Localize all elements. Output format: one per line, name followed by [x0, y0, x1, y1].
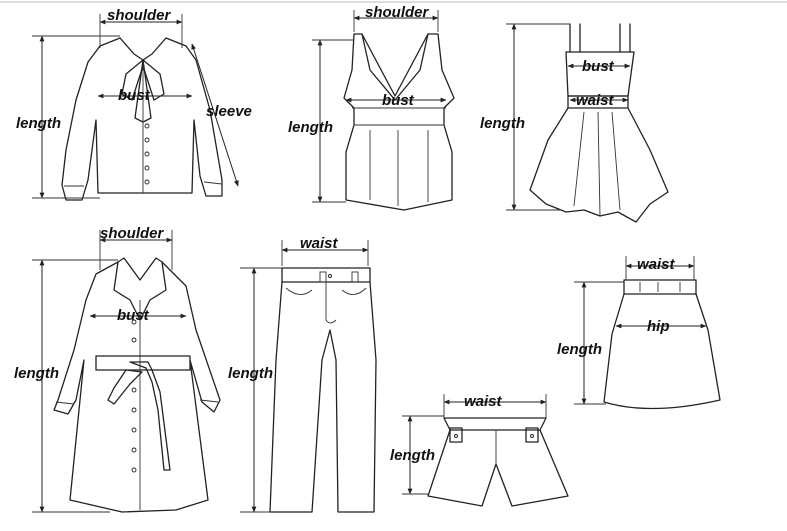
top-shoulder-label: shoulder	[365, 4, 430, 21]
dress-bust-label: bust	[582, 58, 615, 75]
shorts-figure	[427, 417, 569, 507]
dress-figure	[529, 23, 669, 223]
pants-measurements	[240, 240, 369, 513]
dress-length-label: length	[480, 115, 525, 132]
skirt-measurements	[574, 256, 707, 405]
skirt-length-label: length	[557, 341, 602, 358]
shirt-buttons	[144, 123, 150, 185]
shirt-shoulder-label: shoulder	[107, 7, 172, 24]
coat-measurements	[32, 230, 187, 513]
shorts-waist-label: waist	[464, 393, 503, 410]
pants-figure	[269, 267, 377, 513]
top-length-label: length	[288, 119, 333, 136]
tank-top-measurements	[312, 10, 447, 203]
pants-waist-label: waist	[300, 235, 339, 252]
shirt-sleeve-label: sleeve	[206, 103, 252, 120]
pants-length-label: length	[228, 365, 273, 382]
dress-waist-label: waist	[576, 92, 615, 109]
shirt-measurements	[32, 14, 239, 199]
coat-buttons	[131, 319, 137, 473]
coat-bust-label: bust	[117, 307, 150, 324]
shirt-bust-label: bust	[118, 87, 151, 104]
shirt-length-label: length	[16, 115, 61, 132]
shorts-measurements	[402, 394, 547, 495]
skirt-figure	[603, 279, 721, 410]
top-bust-label: bust	[382, 92, 415, 109]
shorts-length-label: length	[390, 447, 435, 464]
coat-figure	[53, 257, 221, 513]
skirt-hip-label: hip	[647, 318, 670, 335]
coat-shoulder-label: shoulder	[100, 225, 165, 242]
coat-length-label: length	[14, 365, 59, 382]
dress-measurements	[506, 23, 631, 211]
tank-top-figure	[343, 33, 455, 211]
skirt-waist-label: waist	[637, 256, 676, 273]
